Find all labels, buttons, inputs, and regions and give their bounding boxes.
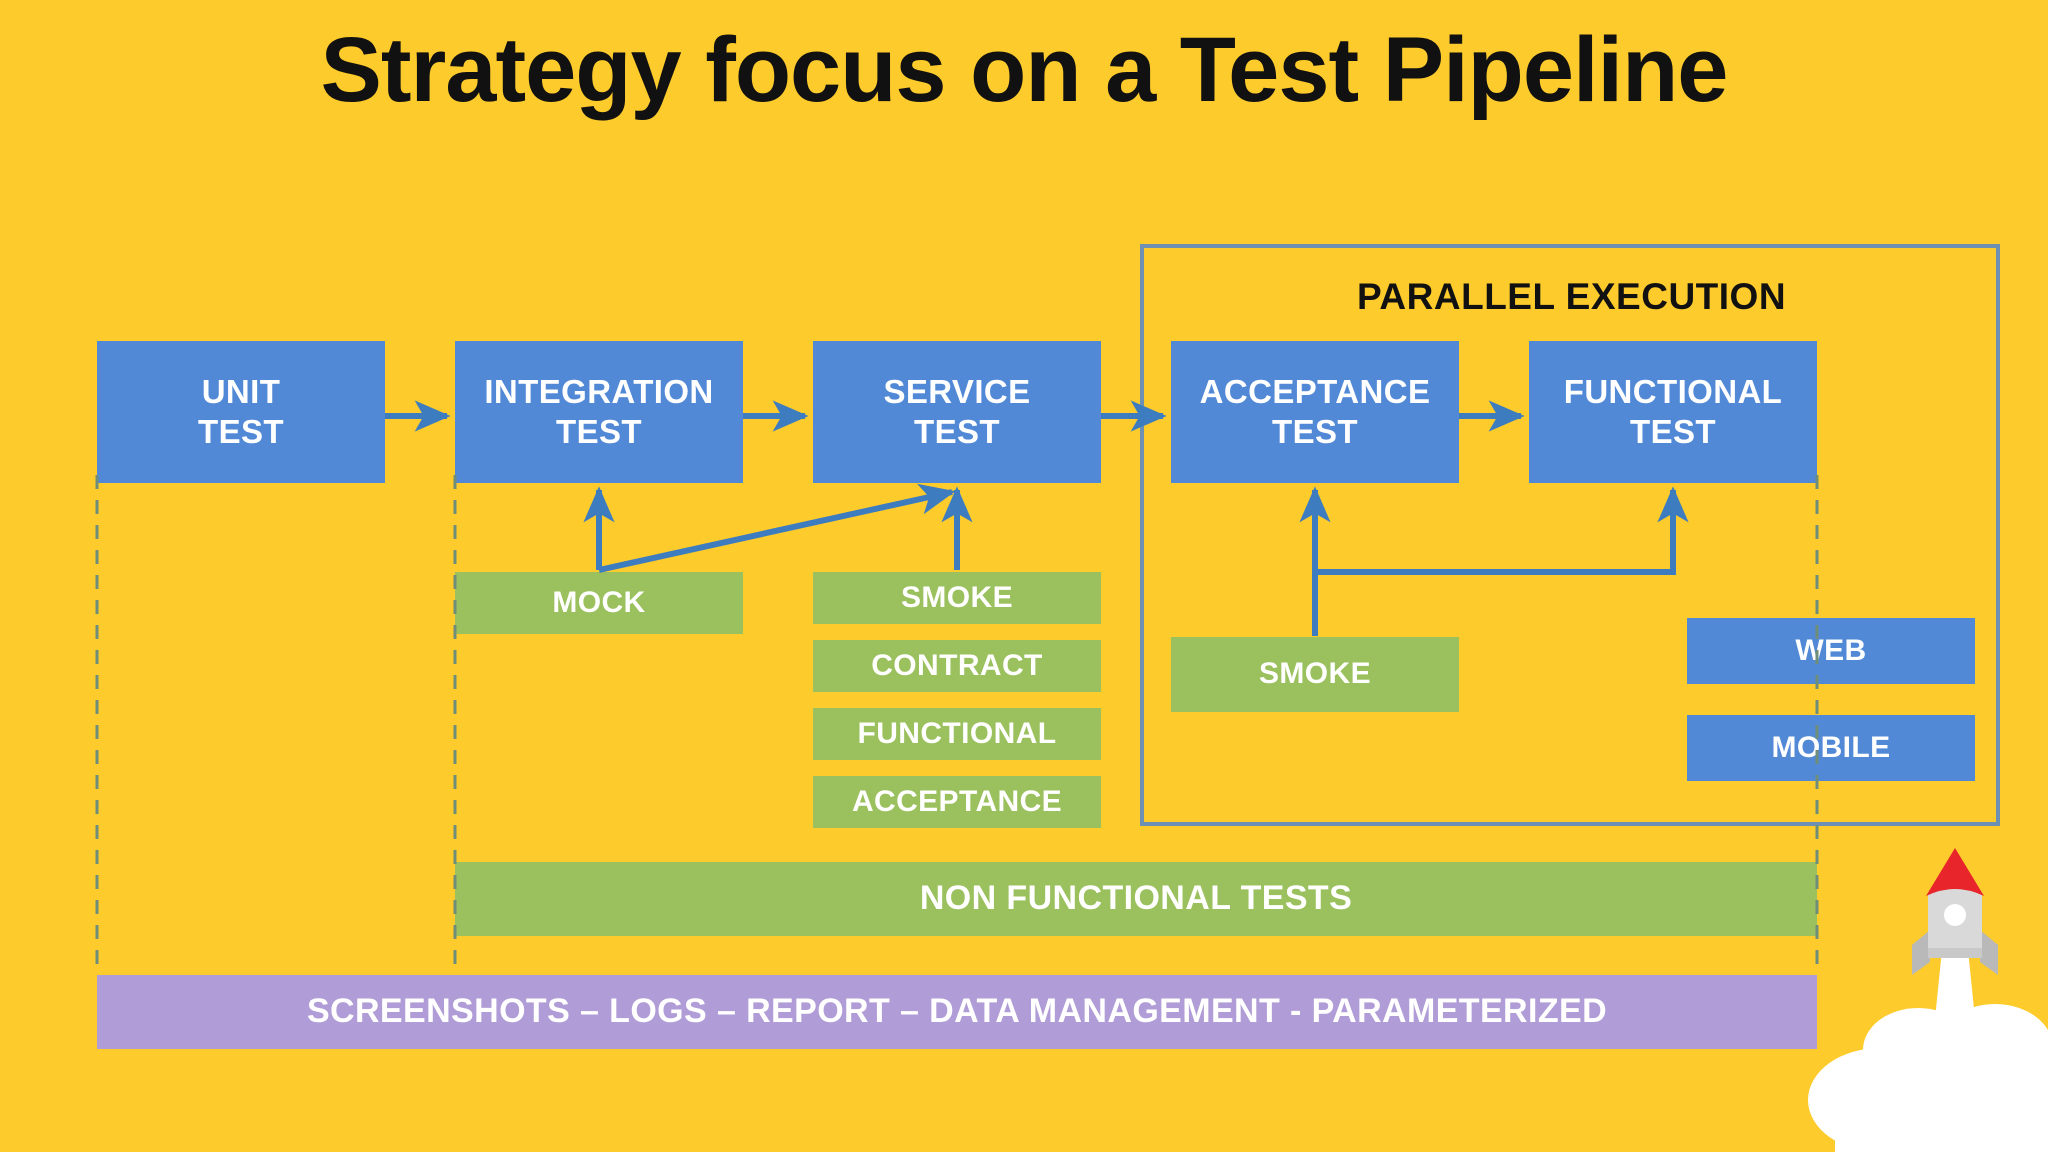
- rocket-exhaust-trail: [1932, 950, 1978, 1048]
- parallel-execution-frame: [1140, 244, 2000, 826]
- parallel-execution-label: PARALLEL EXECUTION: [1357, 276, 1787, 317]
- connector-mock-to-service: [598, 483, 956, 573]
- rocket-engine-nozzle: [1928, 948, 1982, 958]
- stage-label-unit: UNIT TEST: [198, 372, 284, 450]
- footer-bar-non-functional-tests[interactable]: NON FUNCTIONAL TESTS: [455, 862, 1817, 936]
- rocket-smoke-cloud: [1808, 1004, 2048, 1152]
- stage-label-service: SERVICE TEST: [883, 372, 1031, 450]
- stage-box-functional[interactable]: FUNCTIONAL TEST: [1529, 341, 1817, 483]
- support-box-web[interactable]: WEB: [1687, 618, 1975, 684]
- support-box-smoke-acceptance[interactable]: SMOKE: [1171, 637, 1459, 712]
- rocket-nose-cone: [1926, 848, 1984, 896]
- support-box-acceptance[interactable]: ACCEPTANCE: [813, 776, 1101, 828]
- stage-label-functional: FUNCTIONAL TEST: [1563, 372, 1783, 450]
- stage-box-acceptance[interactable]: ACCEPTANCE TEST: [1171, 341, 1459, 483]
- support-box-functional[interactable]: FUNCTIONAL: [813, 708, 1101, 760]
- rocket-fin-right: [1980, 930, 1998, 975]
- stage-box-service[interactable]: SERVICE TEST: [813, 341, 1101, 483]
- rocket-window: [1944, 904, 1966, 926]
- footer-bar-artifacts[interactable]: SCREENSHOTS – LOGS – REPORT – DATA MANAG…: [97, 975, 1817, 1049]
- stage-box-integration[interactable]: INTEGRATION TEST: [455, 341, 743, 483]
- support-box-mock[interactable]: MOCK: [455, 572, 743, 634]
- stage-label-integration: INTEGRATION TEST: [484, 372, 714, 450]
- rocket-fin-left: [1912, 930, 1930, 975]
- support-box-contract[interactable]: CONTRACT: [813, 640, 1101, 692]
- stage-label-acceptance: ACCEPTANCE TEST: [1199, 372, 1431, 450]
- rocket-body: [1928, 883, 1982, 958]
- stage-box-unit[interactable]: UNIT TEST: [97, 341, 385, 483]
- page-title: Strategy focus on a Test Pipeline: [320, 19, 1729, 121]
- support-box-smoke-service[interactable]: SMOKE: [813, 572, 1101, 624]
- support-box-mobile[interactable]: MOBILE: [1687, 715, 1975, 781]
